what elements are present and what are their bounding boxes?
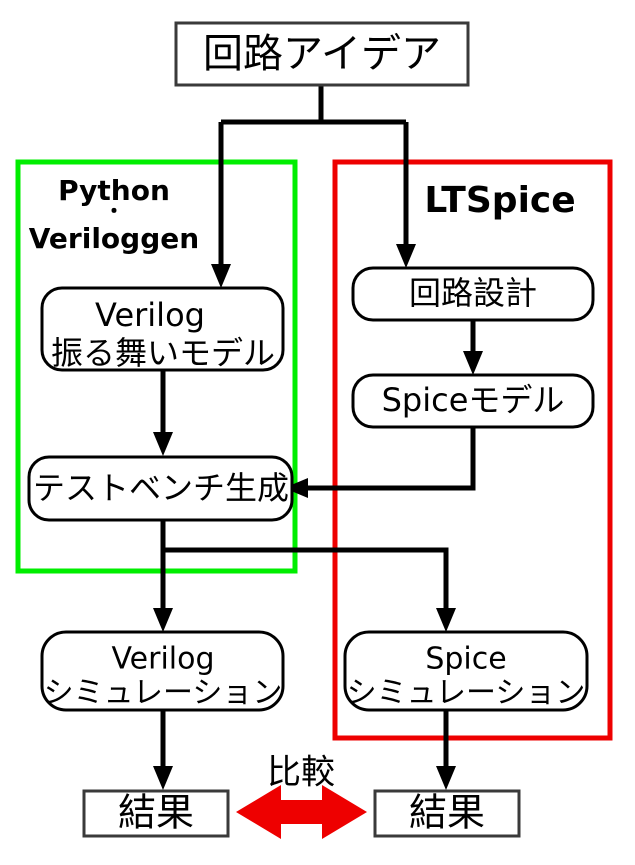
group-title-python: Python — [58, 174, 170, 207]
arrowhead-verilog-sim-to-result — [153, 766, 173, 790]
node-verilog-behavior-model-line2: 振る舞いモデル — [51, 334, 275, 372]
group-title-ltspice: LTSpice — [424, 180, 575, 221]
node-result-right-label: 結果 — [409, 791, 485, 835]
node-circuit-design-label: 回路設計 — [409, 274, 537, 312]
group-title-veriloggen: Veriloggen — [29, 222, 199, 255]
arrowhead-idea-to-circuit-design — [396, 244, 416, 268]
node-spice-simulation[interactable] — [343, 630, 589, 712]
node-spice-simulation-line2: シミュレーション — [347, 676, 586, 711]
connector-testbench-to-spice-sim — [163, 547, 449, 616]
comparison-label: 比較 — [267, 753, 335, 793]
arrowhead-spice-model-to-testbench — [284, 478, 308, 498]
node-verilog-simulation[interactable] — [40, 630, 285, 712]
node-verilog-behavior-model-line1: Verilog — [95, 296, 205, 334]
group-frame-ltspice — [332, 159, 613, 741]
arrowhead-circuit-design-to-spice-model — [463, 351, 483, 375]
node-result-left-label: 結果 — [118, 791, 194, 835]
node-circuit-design[interactable] — [351, 266, 595, 322]
arrowhead-idea-to-verilog-model — [211, 264, 231, 288]
node-result-right[interactable] — [373, 789, 521, 838]
arrowhead-spice-sim-to-result — [436, 766, 456, 790]
node-verilog-behavior-model[interactable] — [40, 286, 285, 372]
group-frame-python-veriloggen — [15, 159, 298, 574]
arrowhead-testbench-to-spice-sim — [436, 608, 456, 632]
node-testbench-generation[interactable] — [27, 455, 294, 522]
node-spice-model[interactable] — [351, 373, 595, 429]
comparison-double-arrow — [236, 785, 367, 839]
node-circuit-idea[interactable] — [174, 21, 470, 87]
node-verilog-simulation-line1: Verilog — [111, 642, 214, 677]
group-title-separator-dot: ・ — [104, 199, 124, 223]
arrowhead-testbench-to-verilog-sim — [153, 608, 173, 632]
node-spice-simulation-line1: Spice — [425, 642, 506, 677]
arrowhead-verilog-model-to-testbench — [153, 432, 173, 456]
node-result-left[interactable] — [82, 789, 230, 838]
node-testbench-generation-label: テストベンチ生成 — [33, 469, 289, 507]
node-circuit-idea-label: 回路アイデア — [203, 31, 441, 77]
node-spice-model-label: Spiceモデル — [382, 381, 565, 419]
node-verilog-simulation-line2: シミュレーション — [44, 676, 283, 711]
connector-spice-model-to-testbench — [300, 427, 476, 491]
